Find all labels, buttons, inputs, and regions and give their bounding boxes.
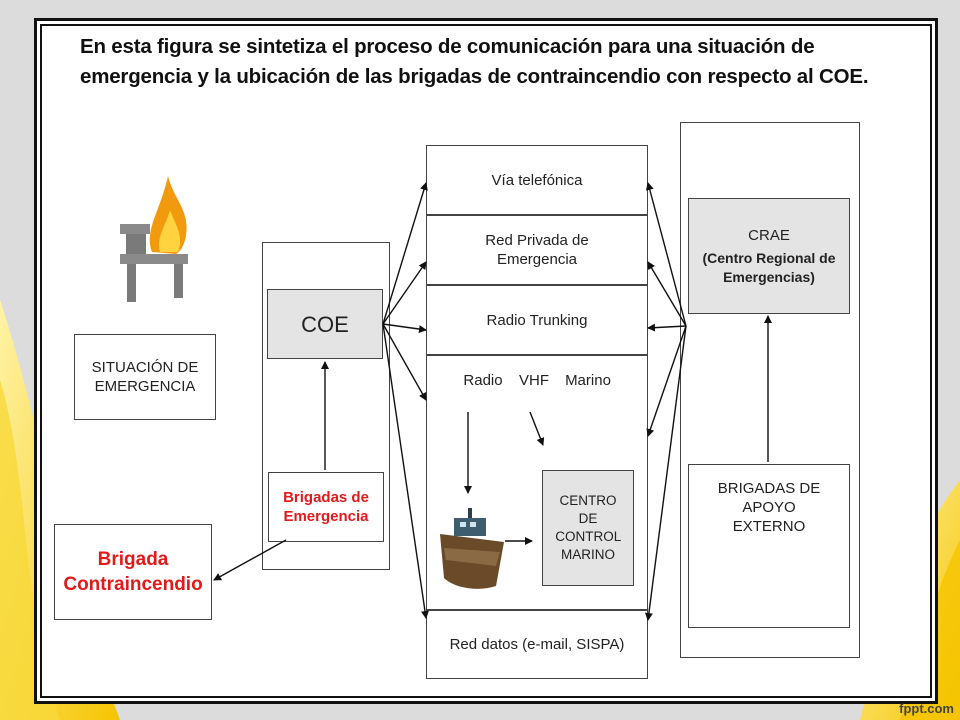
arrow-coe-red-datos: [382, 323, 429, 619]
situacion-emergencia-box: SITUACIÓN DE EMERGENCIA: [74, 334, 216, 420]
brigadas-emergencia-label: Brigadas de Emergencia: [283, 489, 369, 525]
centro-control-marino-label: CENTRO DE CONTROL MARINO: [555, 493, 622, 562]
brigadas-emergencia-box: Brigadas de Emergencia: [268, 472, 384, 542]
via-telefonica-row: Vía telefónica: [426, 145, 648, 215]
crae-box: CRAE (Centro Regional de Emergencias): [688, 198, 850, 314]
radio-trunking-label: Radio Trunking: [486, 311, 588, 329]
vhf-label: VHF: [519, 372, 549, 389]
arrow-crae-telefonica: [645, 182, 687, 327]
arrow-to-contraincendio: [213, 539, 287, 581]
radio-trunking-row: Radio Trunking: [426, 285, 648, 355]
marino-label: Marino: [565, 372, 611, 389]
brigadas-apoyo-label: BRIGADAS DE APOYO EXTERNO: [717, 480, 821, 535]
arrow-crae-radio: [646, 325, 687, 437]
coe-label: COE: [301, 311, 349, 337]
crae-full-name: (Centro Regional de Emergencias): [702, 249, 836, 285]
brigadas-apoyo-box: BRIGADAS DE APOYO EXTERNO: [688, 464, 850, 628]
centro-control-marino-box: CENTRO DE CONTROL MARINO: [542, 470, 634, 586]
via-telefonica-label: Vía telefónica: [491, 171, 583, 189]
arrow-coe-red-privada: [382, 261, 427, 325]
fire-table-icon: [120, 176, 188, 302]
radio-label: Radio: [463, 372, 503, 389]
arrow-vhf-down: [529, 411, 545, 446]
footer-brand: fppt.com: [899, 701, 954, 716]
coe-box: COE: [267, 289, 383, 359]
situacion-emergencia-label: SITUACIÓN DE EMERGENCIA: [91, 359, 199, 395]
arrow-coe-radio: [382, 323, 427, 401]
red-datos-row: Red datos (e-mail, SISPA): [426, 610, 648, 679]
red-datos-label: Red datos (e-mail, SISPA): [449, 636, 625, 653]
red-privada-label: Red Privada de Emergencia: [485, 232, 589, 268]
arrow-coe-telefonica: [382, 182, 428, 325]
arrow-crae-red-datos: [644, 325, 687, 621]
boat-icon: [440, 508, 504, 589]
slide-heading: En esta figura se sintetiza el proceso d…: [80, 35, 869, 88]
crae-title: CRAE: [748, 226, 790, 244]
brigada-contraincendio-label: Brigada Contraincendio: [63, 549, 203, 595]
arrow-coe-trunking: [382, 323, 427, 333]
red-privada-row: Red Privada de Emergencia: [426, 215, 648, 285]
arrow-crae-red-privada: [647, 261, 687, 327]
brigada-contraincendio-box: Brigada Contraincendio: [54, 524, 212, 620]
arrow-crae-trunking: [647, 323, 687, 332]
